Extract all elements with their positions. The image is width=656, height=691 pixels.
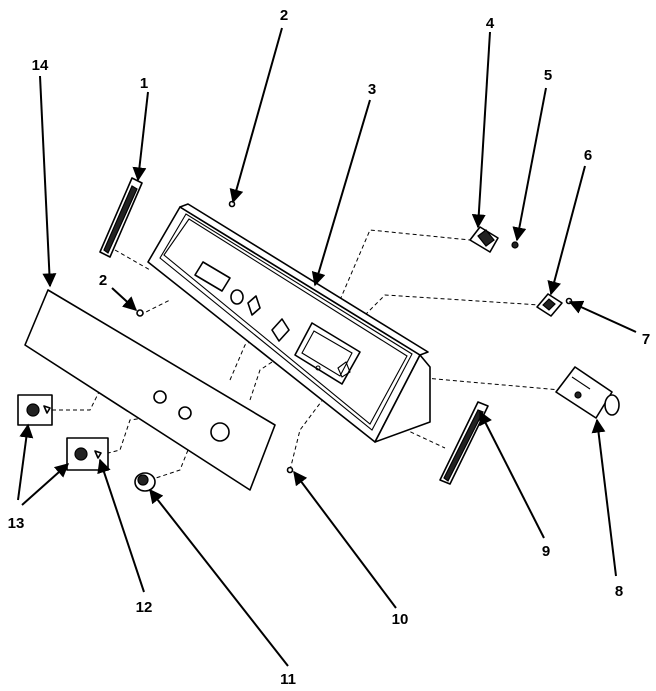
callout-1: 1	[140, 75, 148, 92]
part-14-overlay-panel	[24, 289, 276, 491]
leader-lines	[17, 27, 637, 667]
part-8-timer	[555, 366, 620, 419]
callout-13: 13	[8, 515, 25, 532]
callout-11: 11	[280, 671, 296, 688]
part-6-switch	[536, 293, 563, 317]
part-3-control-console	[147, 203, 431, 443]
callout-5: 5	[544, 67, 552, 84]
part-10-screw	[286, 466, 294, 474]
part-13-knob-plates	[17, 394, 109, 471]
callout-10: 10	[392, 611, 409, 628]
callout-6: 6	[584, 147, 592, 164]
callout-14: 14	[32, 57, 49, 74]
part-5-nut	[511, 241, 519, 249]
callout-12: 12	[136, 599, 153, 616]
callout-8: 8	[615, 583, 623, 600]
callout-2a: 2	[280, 7, 288, 24]
callout-7: 7	[642, 331, 650, 348]
callout-2b: 2	[99, 272, 107, 289]
callout-labels: 1 2 2 3 4 5 6 7 8 9 10 11 12 13 14	[8, 7, 651, 688]
part-11-knob	[134, 472, 156, 492]
callout-4: 4	[486, 15, 495, 32]
part-9-end-cap	[439, 401, 489, 485]
part-1-end-cap	[99, 177, 143, 258]
callout-3: 3	[368, 81, 376, 98]
callout-9: 9	[542, 543, 550, 560]
part-4-switch	[469, 226, 499, 253]
